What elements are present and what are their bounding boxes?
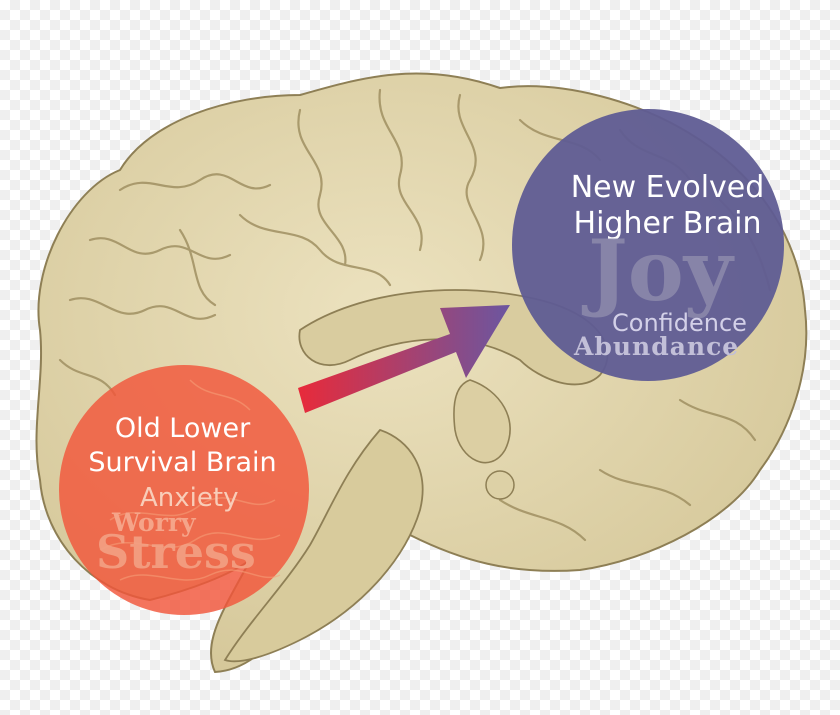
old-brain-circle: [59, 365, 309, 615]
brainstem: [223, 428, 424, 663]
pituitary: [485, 470, 515, 500]
new-brain-word-joy: Joy: [588, 221, 733, 320]
arrow-shape: [298, 305, 510, 413]
old-brain-word-stress: Stress: [96, 525, 256, 579]
new-brain-word-confidence: Confidence: [612, 309, 747, 337]
old-brain-title-line1: Old Lower: [114, 413, 251, 444]
new-brain-circle: [512, 109, 784, 381]
thalamus: [453, 379, 511, 464]
old-brain-word-anxiety: Anxiety: [140, 483, 239, 513]
new-brain-title-line1: New Evolved: [570, 170, 765, 205]
cerebellum-folds: [99, 379, 281, 581]
old-brain-word-worry: Worry: [112, 508, 196, 537]
new-brain-title-line2: Higher Brain: [573, 206, 762, 241]
evolution-arrow: [298, 305, 510, 413]
old-brain-title-line2: Survival Brain: [88, 447, 277, 478]
new-brain-word-abundance: Abundance: [574, 332, 740, 361]
